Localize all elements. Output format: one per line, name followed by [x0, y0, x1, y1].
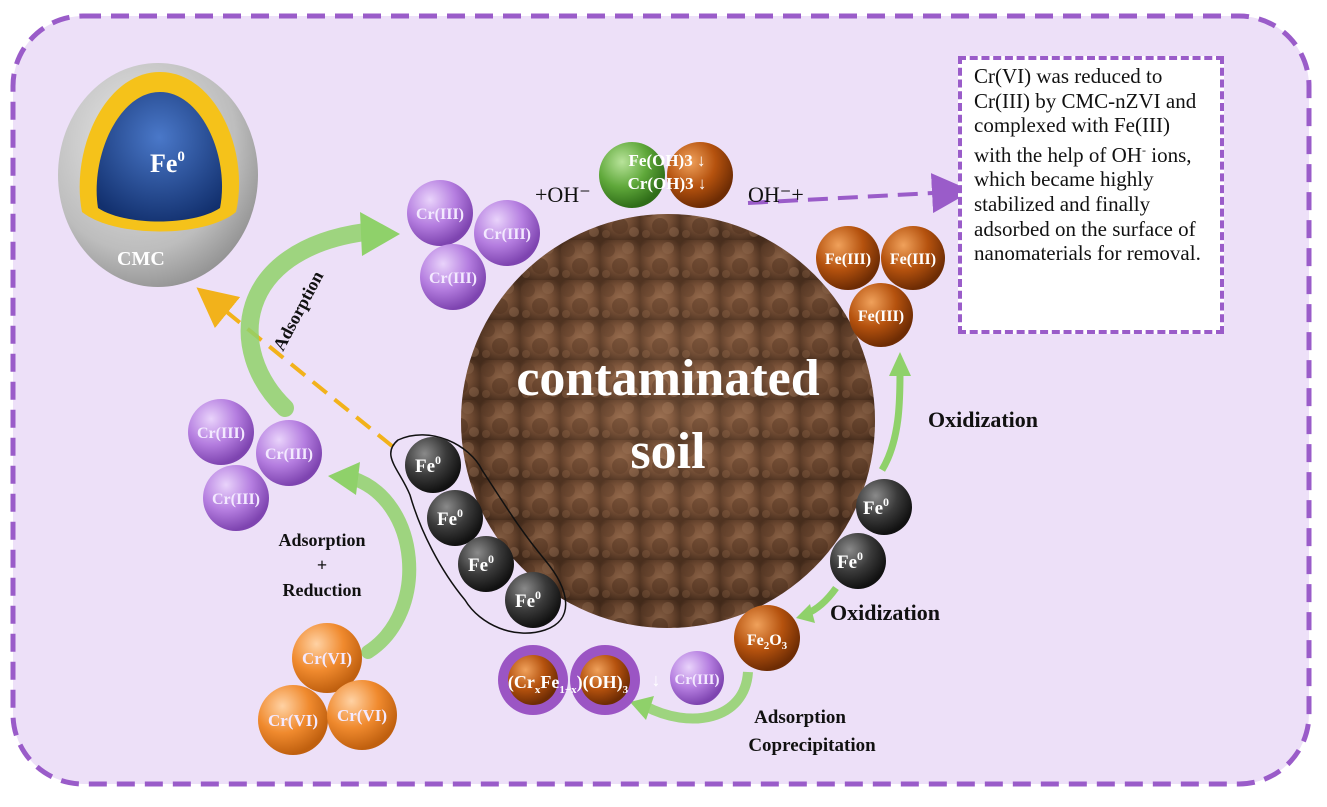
oh-right-label: OH⁻+ [748, 182, 804, 207]
svg-text:Fe0: Fe0 [515, 588, 541, 612]
svg-text:Cr(OH)3 ↓: Cr(OH)3 ↓ [628, 174, 707, 193]
note-text-before: Cr(VI) was reduced to Cr(III) by CMC-nZV… [974, 64, 1197, 167]
label-coprecip-2: Coprecipitation [748, 735, 876, 756]
svg-text:↓: ↓ [652, 670, 661, 690]
green-arrow-adsorption [240, 223, 374, 417]
soil-image: contaminated soil [461, 214, 875, 628]
svg-text:Fe(III): Fe(III) [858, 308, 904, 325]
fe0-core [96, 92, 223, 222]
cr6-cluster: Cr(VI) Cr(VI) Cr(VI) [258, 623, 397, 755]
coprecipitate-complex: (CrxFe1−x)(OH)3 ↓ [498, 645, 661, 715]
svg-text:Fe0: Fe0 [437, 506, 463, 530]
label-adsorption-reduction-3: Reduction [282, 580, 361, 600]
svg-text:Fe2O3: Fe2O3 [747, 632, 788, 652]
cr3-cluster-left: Cr(III) Cr(III) Cr(III) [188, 399, 322, 531]
green-arrow-reduction-head [328, 462, 360, 495]
fe0-chain: Fe0 Fe0 Fe0 Fe0 [390, 434, 567, 634]
label-adsorption-reduction-1: Adsorption [278, 530, 365, 550]
green-arrow-coprecipitation [642, 671, 753, 724]
label-oxidization-bottom: Oxidization [830, 600, 940, 625]
svg-text:Cr(VI): Cr(VI) [302, 649, 352, 668]
cmc-label: CMC [117, 248, 165, 270]
orange-dashed-arrow [196, 287, 394, 448]
svg-text:Fe0: Fe0 [415, 453, 441, 477]
svg-text:Fe(OH)3 ↓: Fe(OH)3 ↓ [629, 151, 706, 170]
fe2o3-ball: Fe2O3 [734, 605, 800, 671]
green-arrow-oxidization-right-head [889, 352, 911, 376]
label-oxidization-right: Oxidization [928, 407, 1038, 432]
svg-text:Cr(III): Cr(III) [429, 270, 477, 287]
svg-text:Cr(III): Cr(III) [483, 226, 531, 243]
cr3-ball-bottom: Cr(III) [670, 651, 724, 705]
label-adsorption-reduction-2: + [317, 555, 327, 575]
svg-text:Cr(III): Cr(III) [675, 672, 720, 688]
svg-text:Cr(III): Cr(III) [212, 491, 260, 508]
svg-text:(CrxFe1−x)(OH)3: (CrxFe1−x)(OH)3 [508, 672, 629, 696]
svg-text:Fe(III): Fe(III) [890, 251, 936, 268]
svg-text:Cr(III): Cr(III) [197, 425, 245, 442]
cr3-cluster-top: Cr(III) Cr(III) Cr(III) [407, 180, 540, 310]
explanation-note: Cr(VI) was reduced to Cr(III) by CMC-nZV… [958, 56, 1224, 334]
soil-title-line2: soil [630, 423, 705, 480]
oh-left-label: +OH⁻ [535, 182, 591, 207]
purple-dashed-arrow [747, 173, 972, 214]
fe0-right-pair: Fe0 Fe0 [830, 479, 912, 589]
hydroxide-precipitate-pair: Fe(OH)3 ↓ Cr(OH)3 ↓ [599, 142, 733, 208]
green-arrow-coprecipitation-head [630, 696, 654, 720]
svg-text:Fe(III): Fe(III) [825, 251, 871, 268]
green-arrow-oxidization-right [878, 371, 904, 472]
svg-text:Fe0: Fe0 [837, 549, 863, 573]
soil-title-line1: contaminated [516, 350, 819, 407]
green-arrow-reduction [345, 471, 417, 659]
cmc-nzvi-particle: Fe0 CMC [58, 63, 258, 287]
core-label: Fe0 [150, 149, 185, 178]
label-coprecip-1: Adsorption [754, 707, 846, 728]
note-text-sup: - [1141, 142, 1146, 157]
fe3-cluster: Fe(III) Fe(III) Fe(III) [816, 226, 945, 347]
green-arrow-adsorption-head [360, 212, 400, 256]
note-text-after: ions, which became highly stabilized and… [974, 142, 1201, 266]
svg-text:Fe0: Fe0 [863, 495, 889, 519]
svg-text:Cr(VI): Cr(VI) [268, 711, 318, 730]
svg-text:Cr(III): Cr(III) [416, 206, 464, 223]
svg-text:Fe0: Fe0 [468, 552, 494, 576]
svg-text:Cr(III): Cr(III) [265, 446, 313, 463]
svg-text:Cr(VI): Cr(VI) [337, 706, 387, 725]
green-arrow-oxidization-bottom-head [796, 604, 815, 623]
